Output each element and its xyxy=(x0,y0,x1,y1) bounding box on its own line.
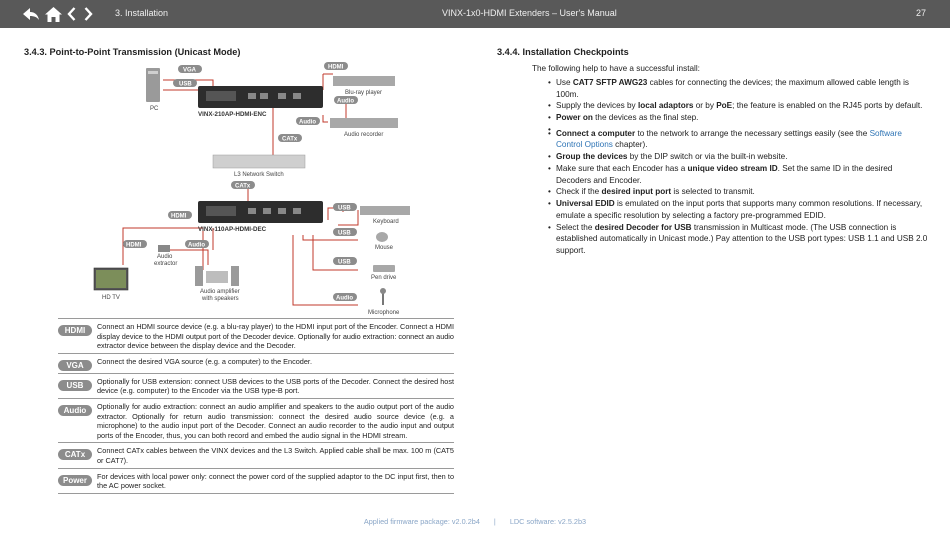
legend-text-catx: Connect CATx cables between the VINX dev… xyxy=(97,446,454,465)
pendrive-icon xyxy=(373,265,395,272)
legend-row-power: Power For devices with local power only:… xyxy=(58,467,454,494)
breadcrumb[interactable]: 3. Installation xyxy=(115,8,169,18)
label-hd-tv: HD TV xyxy=(102,295,120,301)
cable-label-audio-mid: Audio xyxy=(299,120,316,126)
footer-firmware: Applied firmware package: v2.0.2b4 xyxy=(363,517,480,526)
audio-amplifier-icon xyxy=(206,271,228,283)
home-icon[interactable] xyxy=(45,0,62,28)
cable-label-audio-top: Audio xyxy=(337,99,354,105)
cable-label-hdmi-top: HDMI xyxy=(328,65,344,71)
checkpoint-item: Select the desired Decoder for USB trans… xyxy=(548,222,928,257)
label-pc: PC xyxy=(150,106,159,112)
label-network-switch: L3 Network Switch xyxy=(234,172,284,178)
audio-extractor-icon xyxy=(158,245,170,252)
keyboard-icon xyxy=(360,206,410,215)
checkpoint-item: Universal EDID is emulated on the input … xyxy=(548,198,928,221)
legend-text-usb: Optionally for USB extension: connect US… xyxy=(97,376,454,396)
legend-row-usb: USB Optionally for USB extension: connec… xyxy=(58,372,454,398)
footer-software: LDC software: v2.5.2b3 xyxy=(509,517,587,526)
checkpoint-item: Supply the devices by local adaptors or … xyxy=(548,100,928,112)
audio-recorder-icon xyxy=(330,118,398,128)
label-keyboard: Keyboard xyxy=(373,219,399,225)
badge-usb: USB xyxy=(58,379,92,391)
label-amplifier-2: with speakers xyxy=(201,296,239,302)
checkpoint-item: Connect a computer to the network to arr… xyxy=(548,128,928,151)
badge-audio: Audio xyxy=(58,404,92,416)
badge-hdmi: HDMI xyxy=(58,325,92,336)
legend-text-power: For devices with local power only: conne… xyxy=(97,471,454,491)
cable-label-audio-microphone: Audio xyxy=(336,296,353,302)
cable-label-catx-bottom: CATx xyxy=(235,184,251,190)
label-audio-recorder: Audio recorder xyxy=(344,132,383,138)
section-title-unicast: 3.4.3. Point-to-Point Transmission (Unic… xyxy=(24,47,241,57)
checkpoint-list: Use CAT7 SFTP AWG23 cables for connectin… xyxy=(548,77,928,257)
pc-icon xyxy=(146,68,160,102)
network-switch-icon xyxy=(212,154,306,169)
checkpoint-item: Make sure that each Encoder has a unique… xyxy=(548,163,928,186)
legend-row-catx: CATx Connect CATx cables between the VIN… xyxy=(58,442,454,467)
cable-label-usb-pendrive: USB xyxy=(338,260,351,266)
legend-row-hdmi: HDMI Connect an HDMI source device (e.g.… xyxy=(58,318,454,353)
cable-label-usb-top: USB xyxy=(179,82,192,88)
checkpoints-intro: The following help to have a successful … xyxy=(532,64,700,73)
footer: Applied firmware package: v2.0.2b4 | LDC… xyxy=(0,517,950,526)
mouse-icon xyxy=(376,232,388,242)
section-title-checkpoints: 3.4.4. Installation Checkpoints xyxy=(497,47,629,57)
decoder-model-label: VINX-110AP-HDMI-DEC xyxy=(198,226,267,233)
checkpoint-item: Check if the desired input port is selec… xyxy=(548,186,928,198)
legend-text-hdmi: Connect an HDMI source device (e.g. a bl… xyxy=(97,322,454,351)
back-icon[interactable] xyxy=(22,0,40,28)
badge-vga: VGA xyxy=(58,359,92,371)
cable-label-hdmi-tv: HDMI xyxy=(126,243,142,249)
legend-row-audio: Audio Optionally for audio extraction: c… xyxy=(58,397,454,442)
speaker-left-icon xyxy=(195,266,203,286)
label-microphone: Microphone xyxy=(368,310,400,316)
cable-label-hdmi-decoder: HDMI xyxy=(171,214,187,220)
cable-label-vga: VGA xyxy=(183,68,197,74)
connection-legend: HDMI Connect an HDMI source device (e.g.… xyxy=(58,318,454,494)
label-pendrive: Pen drive xyxy=(371,275,397,281)
software-control-options-link[interactable]: Software Control Options xyxy=(556,128,902,150)
cable-label-catx-top: CATx xyxy=(282,137,298,143)
label-audio-extractor-2: extractor xyxy=(154,261,177,267)
checkpoint-item: Power on the devices as the final step. xyxy=(548,112,928,124)
footer-separator: | xyxy=(493,517,496,526)
cable-label-audio-amp: Audio xyxy=(188,243,205,249)
previous-page-icon[interactable] xyxy=(67,0,76,28)
next-page-icon[interactable] xyxy=(84,0,93,28)
page-number: 27 xyxy=(915,8,926,18)
bluray-player-icon xyxy=(333,76,395,86)
cable-label-usb-mouse: USB xyxy=(338,231,351,237)
legend-row-vga: VGA Connect the desired VGA source (e.g.… xyxy=(58,352,454,373)
label-bluray: Blu-ray player xyxy=(345,90,382,96)
cable-label-usb-keyboard: USB xyxy=(338,206,351,212)
encoder-model-label: VINX-210AP-HDMI-ENC xyxy=(198,111,267,118)
speaker-right-icon xyxy=(231,266,239,286)
connection-diagram: PC VGA USB VINX-210AP-HDMI-ENC HDMI Blu-… xyxy=(93,62,410,316)
label-amplifier-1: Audio amplifier xyxy=(200,289,240,295)
badge-catx: CATx xyxy=(58,449,92,461)
checkpoint-item: Group the devices by the DIP switch or v… xyxy=(548,151,928,163)
legend-text-audio: Optionally for audio extraction: connect… xyxy=(97,401,454,440)
checkpoint-item: Use CAT7 SFTP AWG23 cables for connectin… xyxy=(548,77,928,100)
top-bar: 3. Installation VINX-1x0-HDMI Extenders … xyxy=(0,0,950,28)
document-title: VINX-1x0-HDMI Extenders – User's Manual xyxy=(442,8,617,18)
label-audio-extractor-1: Audio xyxy=(157,254,173,260)
label-mouse: Mouse xyxy=(375,245,394,251)
cable-lines xyxy=(122,73,359,306)
legend-text-vga: Connect the desired VGA source (e.g. a c… xyxy=(97,356,312,366)
badge-power: Power xyxy=(58,474,92,486)
